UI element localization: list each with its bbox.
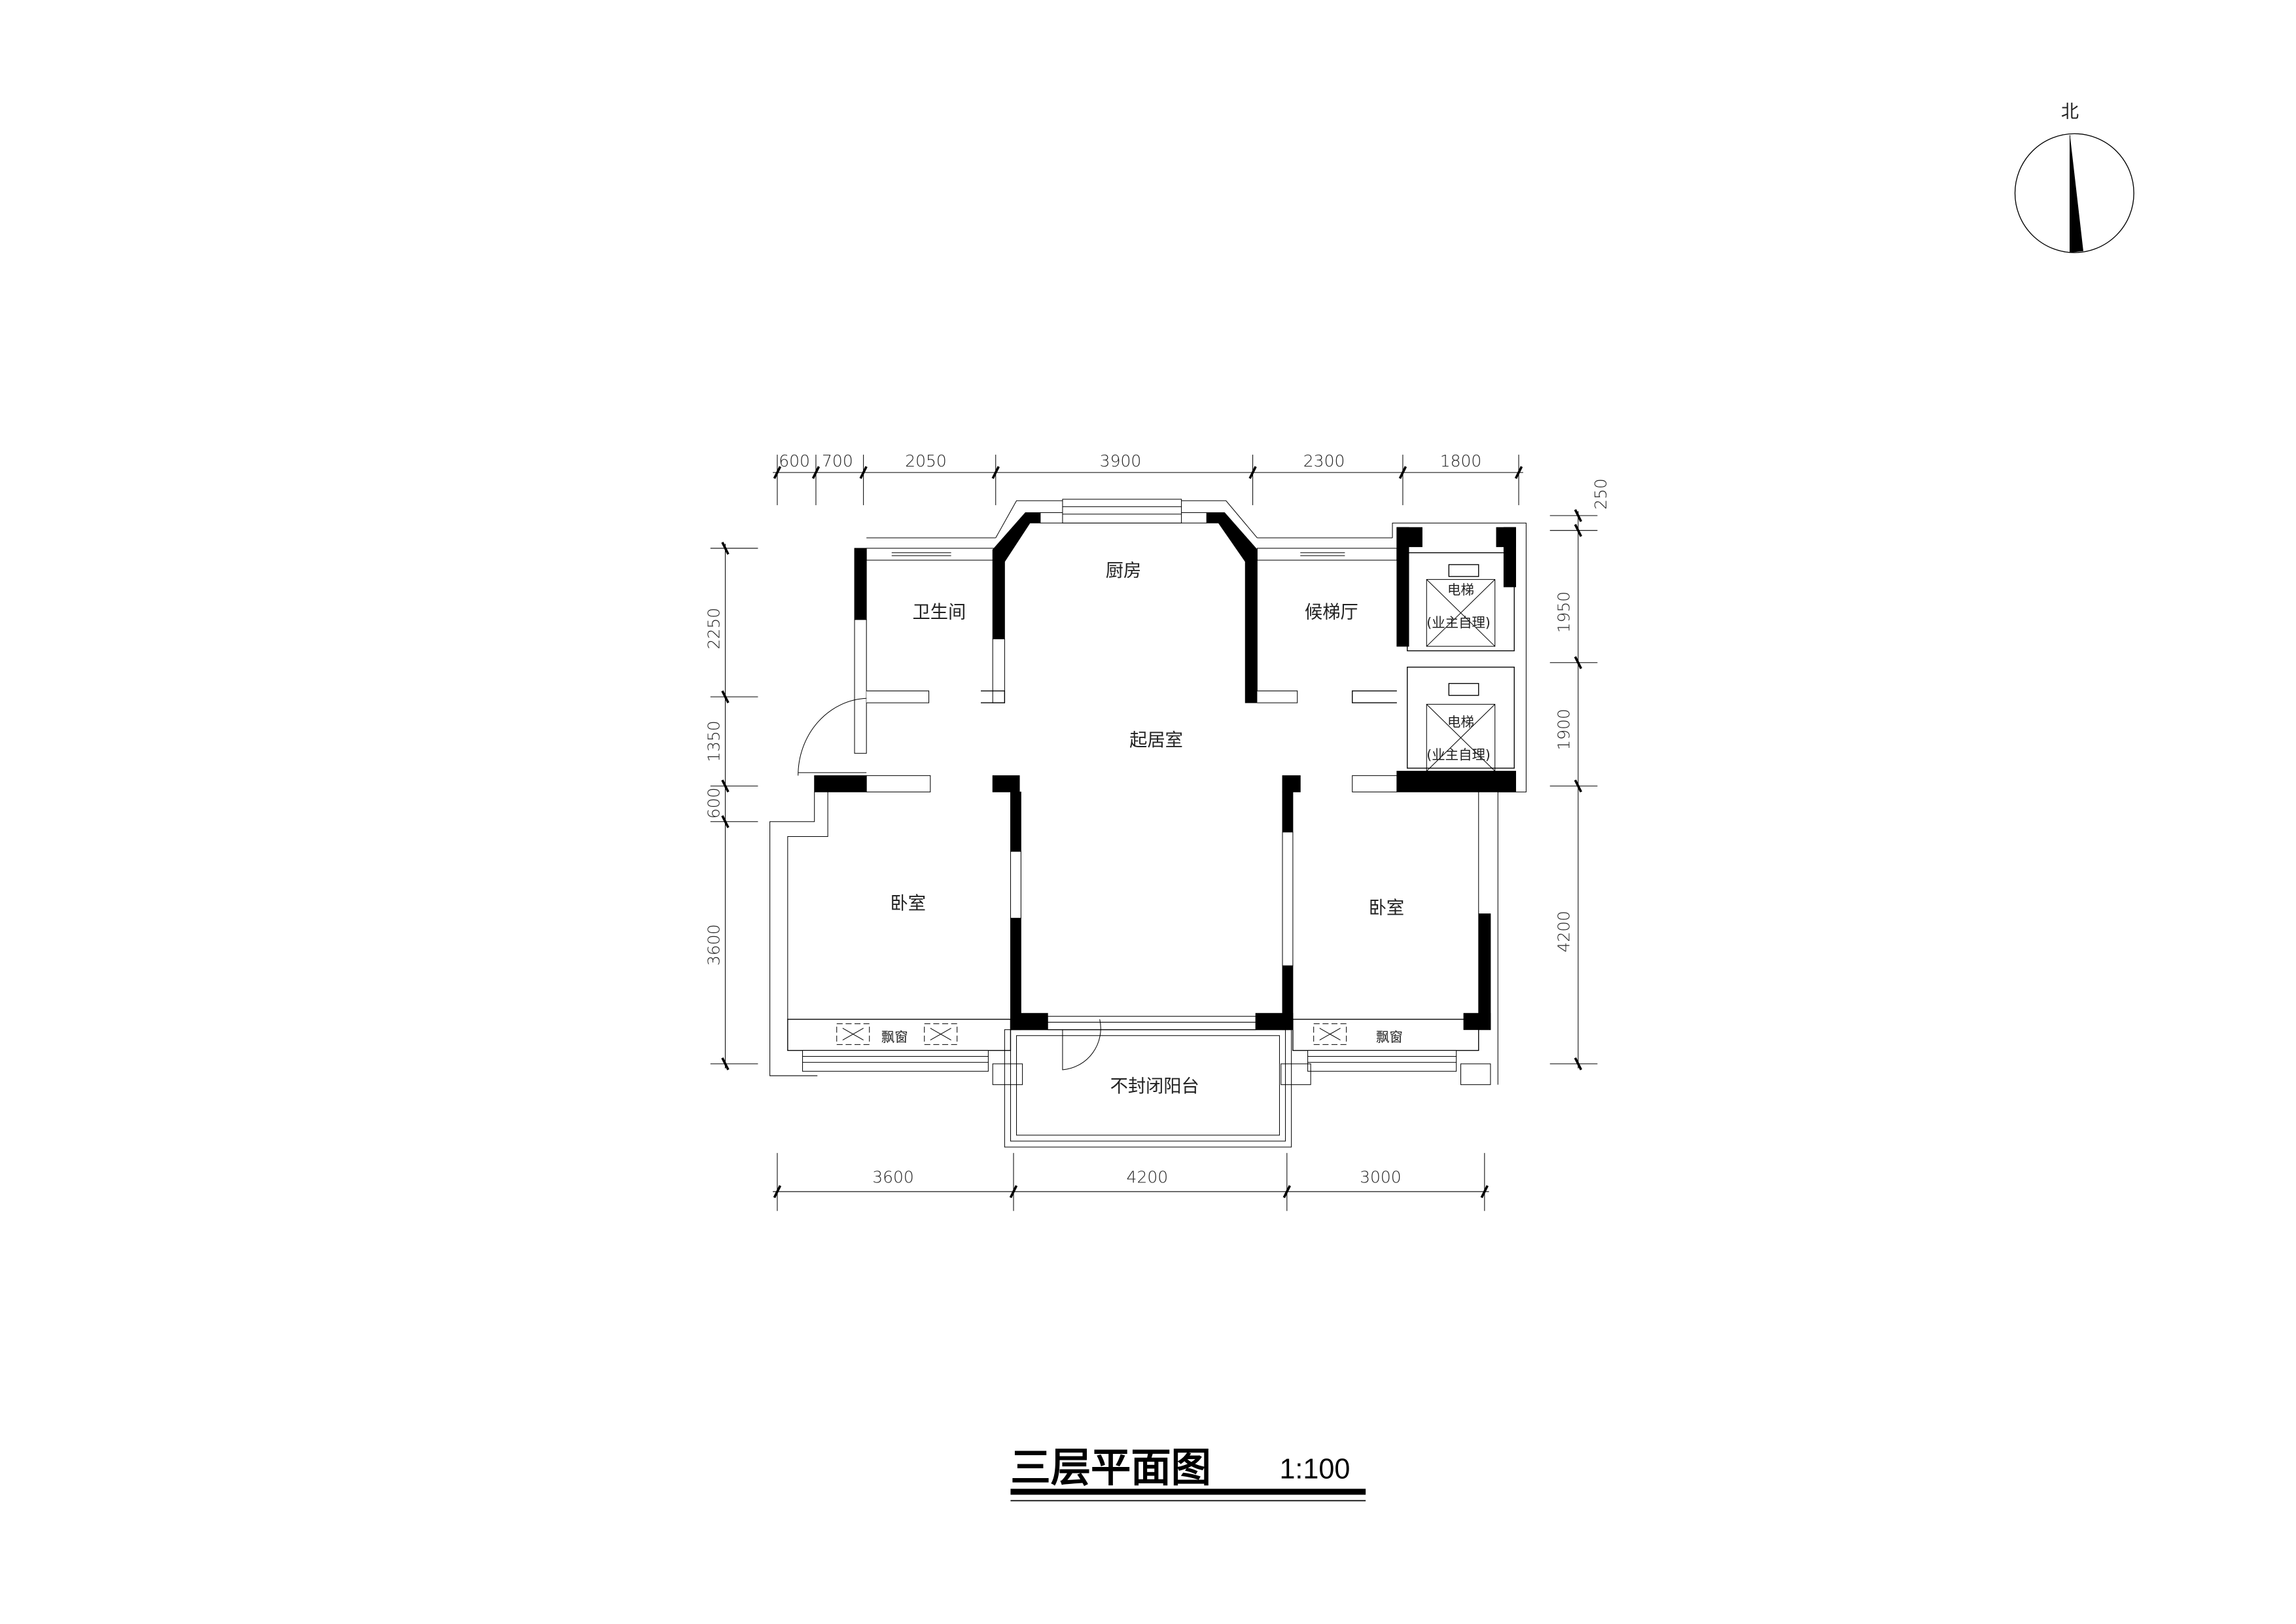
room-label-balcony: 不封闭阳台: [1110, 1076, 1199, 1097]
room-label-elevator-lobby: 候梯厅: [1305, 603, 1358, 623]
dim-right-4: 4200: [1554, 911, 1573, 953]
dim-bottom-1: 3600: [872, 1168, 914, 1187]
room-label-living-room: 起居室: [1129, 730, 1183, 750]
room-label-bathroom: 卫生间: [913, 603, 966, 623]
dim-left-3: 600: [704, 788, 723, 819]
north-arrow-icon: [2014, 133, 2134, 253]
dim-right-1: 250: [1591, 478, 1610, 510]
dim-right-2: 1950: [1554, 591, 1573, 633]
dim-top-2: 700: [822, 451, 853, 470]
top-dimension-line: [773, 454, 1523, 506]
dim-left-1: 2250: [704, 608, 723, 650]
room-label-bedroom-left: 卧室: [891, 894, 926, 914]
plan-walls: [769, 499, 1527, 1148]
label-bay-window-right: 飘窗: [1376, 1029, 1403, 1045]
right-dimension-line: [1549, 509, 1598, 1070]
label-bay-window-left: 飘窗: [881, 1029, 908, 1045]
dim-left-4: 3600: [704, 924, 723, 966]
dim-bottom-2: 4200: [1127, 1168, 1169, 1187]
dim-right-3: 1900: [1554, 709, 1573, 750]
drawing-title: 三层平面图: [1010, 1445, 1211, 1491]
label-elevator-1: 电梯: [1447, 582, 1474, 597]
dim-top-5: 2300: [1303, 451, 1345, 470]
title-underline-thick: [1010, 1489, 1366, 1495]
dim-top-1: 600: [779, 451, 810, 470]
label-elevator-2-note: (业主自理): [1426, 747, 1491, 762]
dim-left-2: 1350: [704, 720, 723, 762]
room-label-bedroom-right: 卧室: [1369, 898, 1404, 919]
dim-top-6: 1800: [1440, 451, 1482, 470]
drawing-scale: 1:100: [1279, 1453, 1350, 1485]
label-elevator-2: 电梯: [1447, 714, 1474, 730]
left-dimension-line: [710, 542, 758, 1070]
dim-bottom-3: 3000: [1360, 1168, 1402, 1187]
dim-top-4: 3900: [1100, 451, 1142, 470]
label-elevator-1-note: (业主自理): [1426, 614, 1491, 630]
north-label: 北: [2061, 101, 2079, 122]
bottom-dimension-line: [773, 1153, 1489, 1211]
room-label-kitchen: 厨房: [1106, 561, 1141, 581]
dim-top-3: 2050: [905, 451, 947, 470]
